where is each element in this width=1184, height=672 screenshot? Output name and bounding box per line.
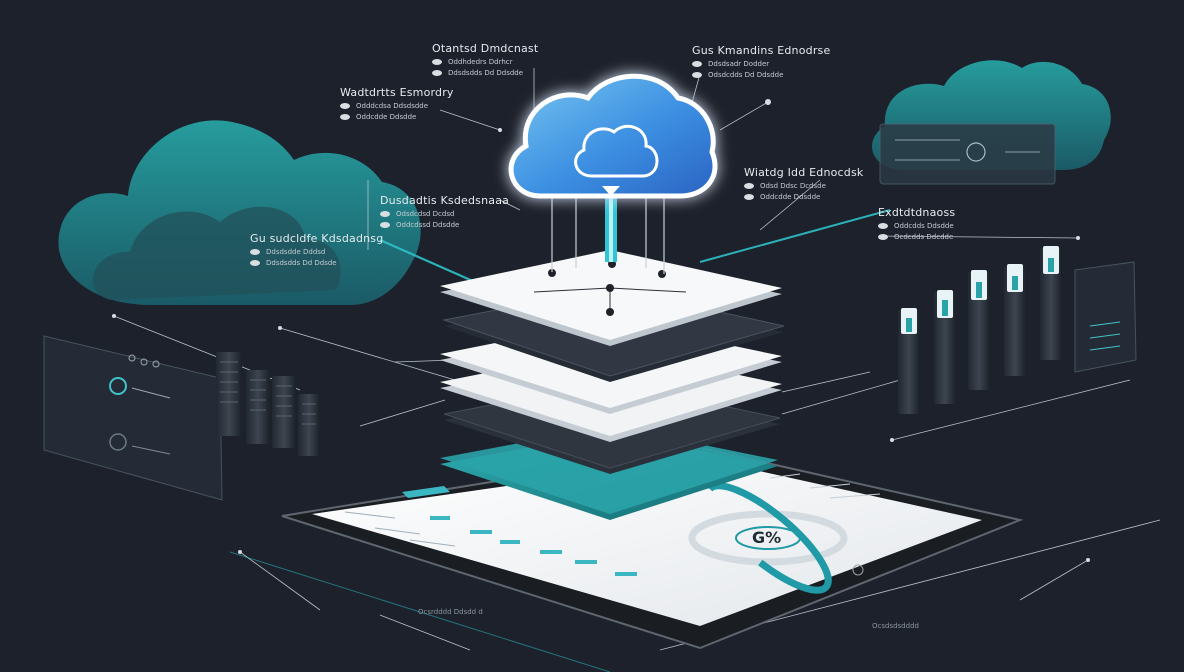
label-left-cloud: Gu sudcldfe Kdsdadnsg Ddsdsdde Dddsd Dds… (250, 232, 383, 267)
label-upper-left-line-2: Oddcdde Ddsdde (356, 113, 417, 121)
label-top-right-line-2: Odsdcdds Dd Ddsdde (708, 71, 784, 79)
bullet-icon (380, 211, 390, 217)
label-mid-right-title: Wiatdg Idd Ednocdsk (744, 166, 864, 179)
label-mid-left-title: Dusdadtis Ksdedsnaaa (380, 194, 510, 207)
label-right-line-2: Ocdcdds Ddcdde (894, 233, 954, 241)
label-mid-left-line-1: Odsdcdsd Dcdsd (396, 210, 455, 218)
bullet-icon (744, 183, 754, 189)
label-left-cloud-title: Gu sudcldfe Kdsdadnsg (250, 232, 384, 245)
left-cloud (58, 120, 421, 305)
label-top-center-line-2: Ddsdsdds Dd Ddsdde (448, 69, 524, 77)
bullet-icon (878, 223, 888, 229)
bullet-icon (692, 61, 702, 67)
layer-stack (440, 250, 785, 520)
bullet-icon (250, 260, 260, 266)
label-upper-left-line-1: Odddcdsa Ddsdsdde (356, 102, 429, 110)
bullet-icon (250, 249, 260, 255)
left-servers (216, 352, 320, 456)
label-top-right: Gus Kmandins Ednodrse Ddsdsadr Dodder Od… (692, 44, 830, 79)
label-left-cloud-line-2: Ddsdsdds Dd Ddsde (266, 259, 337, 267)
label-mid-right-line-2: Oddcdde Ddsdde (760, 193, 821, 201)
label-mid-right-line-1: Odsd Ddsc Dcdsde (760, 182, 826, 190)
teal-beams (229, 209, 891, 672)
label-upper-left: Wadtdrtts Esmordry Odddcdsa Ddsdsdde Odd… (340, 86, 454, 121)
footer-left-label: Ocsrdddd Ddsdd d (418, 608, 483, 616)
label-top-center-title: Otantsd Dmdcnast (432, 42, 539, 55)
cloud-icon (574, 124, 659, 196)
label-mid-left: Dusdadtis Ksdedsnaaa Odsdcdsd Dcdsd Oddc… (380, 194, 509, 229)
bullet-icon (878, 234, 888, 240)
label-top-center-line-1: Oddhdedrs Ddrhcr (448, 58, 513, 66)
left-glass-panel (43, 335, 223, 501)
label-mid-right: Wiatdg Idd Ednocdsk Odsd Ddsc Dcdsde Odd… (744, 166, 863, 201)
label-right-line-1: Oddcdds Ddsdde (894, 222, 954, 230)
bullet-icon (432, 70, 442, 76)
label-top-right-line-1: Ddsdsadr Dodder (708, 60, 770, 68)
bullet-icon (692, 72, 702, 78)
footer-right-label: Ocsdsdsdddd (872, 622, 919, 630)
bullet-icon (380, 222, 390, 228)
label-top-right-title: Gus Kmandins Ednodrse (692, 44, 831, 57)
label-mid-left-line-2: Oddcdssd Ddsdde (396, 221, 460, 229)
label-right: Exdtdtdnaoss Oddcdds Ddsdde Ocdcdds Ddcd… (878, 206, 955, 241)
bullet-icon (432, 59, 442, 65)
label-upper-left-title: Wadtdrtts Esmordry (340, 86, 454, 99)
label-right-title: Exdtdtdnaoss (878, 206, 956, 219)
gauge-value: G% (752, 528, 782, 547)
label-left-cloud-line-1: Ddsdsdde Dddsd (266, 248, 326, 256)
cloud-cables (551, 196, 665, 274)
cloud-trunk-highlight (609, 196, 613, 262)
right-cloud (871, 60, 1111, 185)
right-servers (898, 246, 1137, 414)
bullet-icon (744, 194, 754, 200)
gauge (688, 482, 848, 594)
bullet-icon (340, 103, 350, 109)
bullet-icon (340, 114, 350, 120)
label-top-center: Otantsd Dmdcnast Oddhdedrs Ddrhcr Ddsdsd… (432, 42, 538, 77)
central-cloud (508, 73, 718, 199)
node-dots (112, 99, 1090, 562)
